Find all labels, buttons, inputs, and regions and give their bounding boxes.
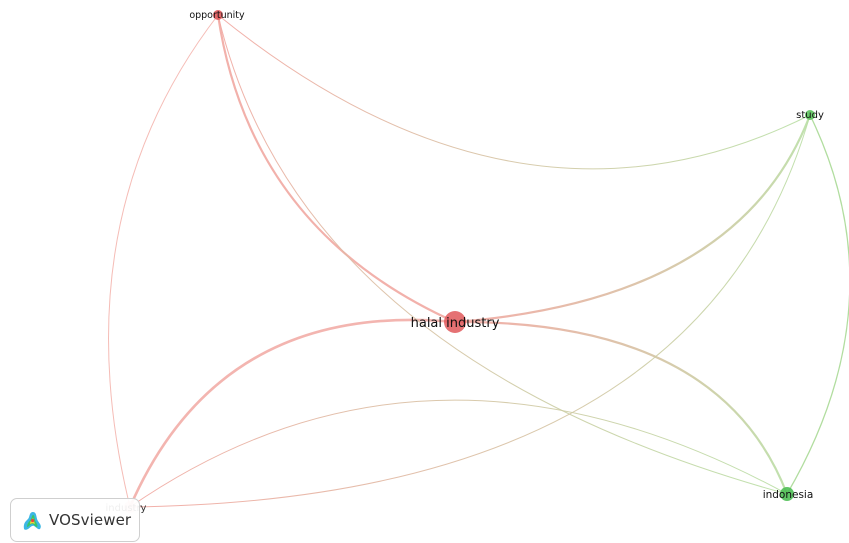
node-study[interactable]: study xyxy=(796,110,824,121)
node-label-study: study xyxy=(796,110,824,121)
link-halal-industry-study xyxy=(454,114,812,324)
link-industry-indonesia xyxy=(129,399,788,508)
node-opportunity[interactable]: opportunity xyxy=(189,10,245,21)
vosviewer-logo-text: VOSviewer xyxy=(49,511,132,529)
node-label-opportunity: opportunity xyxy=(189,10,245,21)
node-label-halal-industry: halal industry xyxy=(411,316,500,331)
link-industry-study xyxy=(129,114,811,508)
link-halal-industry-indonesia xyxy=(454,320,789,495)
link-opportunity-indonesia xyxy=(217,14,788,495)
node-label-indonesia: indonesia xyxy=(763,489,814,501)
link-opportunity-study xyxy=(217,14,811,170)
link-study-indonesia xyxy=(786,114,849,495)
node-indonesia[interactable]: indonesia xyxy=(763,487,814,501)
link-halal-industry-industry xyxy=(128,318,456,508)
vosviewer-logo-icon xyxy=(23,512,41,530)
link-halal-industry-opportunity xyxy=(216,14,456,324)
vosviewer-logo: VOSviewer xyxy=(10,498,140,542)
node-halal-industry[interactable]: halal industry xyxy=(411,311,500,333)
link-opportunity-industry xyxy=(108,14,219,508)
